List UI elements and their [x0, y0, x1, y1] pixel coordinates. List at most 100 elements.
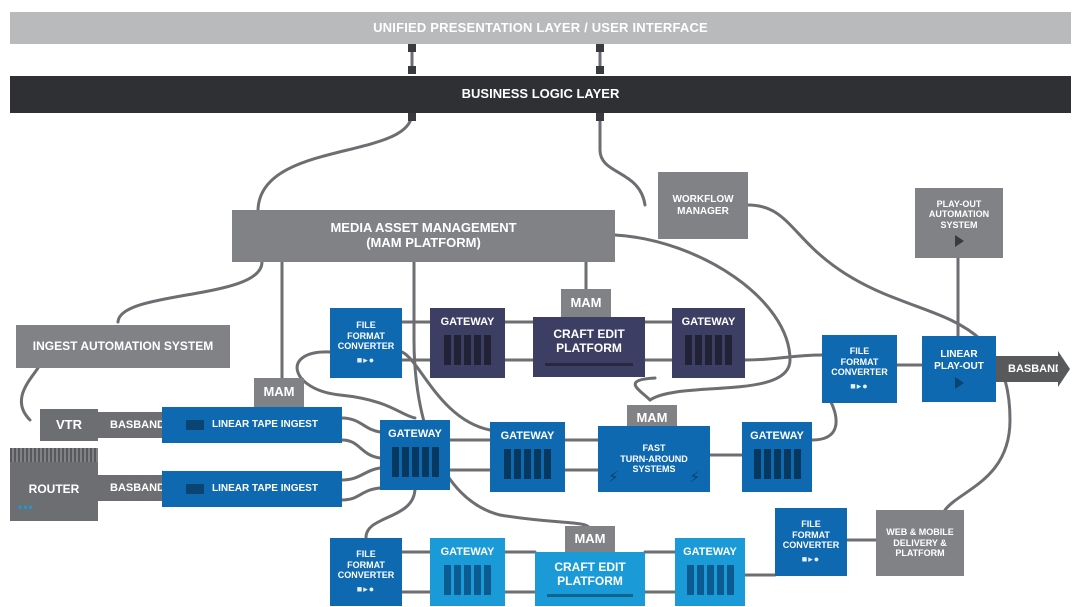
workflow-manager-line2: MANAGER	[677, 205, 729, 217]
file-convert-icon: ■▸●	[356, 584, 376, 595]
converter-line1: FILE	[849, 346, 870, 357]
gateway-rack-icon	[504, 448, 551, 479]
converter-line3: CONVERTER	[782, 540, 840, 550]
presentation-layer-label: UNIFIED PRESENTATION LAYER / USER INTERF…	[373, 19, 708, 35]
web-mobile-delivery: WEB & MOBILE DELIVERY & PLATFORM	[876, 510, 964, 576]
web-mobile-line3: PLATFORM	[895, 548, 945, 559]
craft-edit-line1: CRAFT EDIT	[554, 560, 626, 575]
vtr-device: VTR	[40, 409, 98, 441]
mam-tag-label: MAM	[574, 530, 606, 546]
converter-line2: FORMAT	[792, 529, 830, 540]
converter-line2: FORMAT	[347, 330, 385, 341]
connector-port	[408, 113, 416, 121]
mam-tag-label: MAM	[263, 384, 295, 400]
gateway-rack-icon	[391, 446, 439, 477]
mam-tag-craft-top: MAM	[561, 289, 611, 317]
tape-icon	[186, 420, 205, 430]
playout-basband-arrow: BASBAND	[996, 351, 1070, 387]
gateway-rack-icon	[753, 448, 801, 479]
playout-automation-line2: AUTOMATION	[928, 209, 990, 220]
file-format-converter-bottom-right: FILE FORMAT CONVERTER ■▸●	[775, 508, 847, 576]
fast-turnaround-line1: FAST	[642, 443, 666, 454]
fast-turnaround-systems: FAST TURN-AROUND SYSTEMS ⚡ ⚡	[598, 426, 710, 492]
converter-line3: CONVERTER	[337, 570, 395, 580]
router-vents	[10, 448, 98, 462]
gateway-label: GATEWAY	[683, 546, 737, 558]
mam-tag-label: MAM	[570, 294, 602, 310]
mam-tag-craft-bottom: MAM	[565, 526, 615, 552]
lightning-icon: ⚡	[689, 468, 700, 486]
workflow-manager-line1: WORKFLOW	[672, 194, 734, 205]
gateway-rack-icon	[685, 334, 732, 365]
converter-line3: CONVERTER	[337, 341, 395, 351]
mam-platform-title: MEDIA ASSET MANAGEMENT	[330, 220, 517, 236]
basband-label: BASBAND	[110, 419, 165, 431]
business-logic-layer: BUSINESS LOGIC LAYER	[10, 76, 1071, 113]
craft-edit-line2: PLATFORM	[556, 341, 622, 355]
gateway-bottom-right: GATEWAY	[675, 538, 745, 606]
converter-line2: FORMAT	[840, 356, 879, 367]
craft-edit-timeline	[545, 362, 633, 366]
linear-playout-line1: LINEAR	[940, 349, 978, 360]
file-format-converter-right: FILE FORMAT CONVERTER ■▸●	[822, 335, 897, 403]
file-convert-icon: ■▸●	[801, 554, 821, 565]
connector-port	[596, 113, 604, 121]
router-status-dots: •••	[18, 500, 34, 515]
gateway-middle-left: GATEWAY	[490, 422, 565, 492]
connector-port	[596, 66, 604, 74]
mam-platform: MEDIA ASSET MANAGEMENT (MAM PLATFORM)	[232, 210, 615, 262]
playout-automation-line1: PLAY-OUT	[936, 198, 982, 209]
business-logic-label: BUSINESS LOGIC LAYER	[461, 86, 620, 102]
mam-platform-subtitle: (MAM PLATFORM)	[366, 235, 481, 250]
gateway-label: GATEWAY	[388, 428, 442, 440]
web-mobile-line1: WEB & MOBILE	[886, 527, 954, 538]
playout-automation-system: PLAY-OUT AUTOMATION SYSTEM	[915, 188, 1003, 258]
gateway-top-right: GATEWAY	[672, 308, 745, 378]
basband-label: BASBAND	[110, 482, 165, 494]
playout-automation-line3: SYSTEM	[940, 219, 978, 230]
converter-line1: FILE	[801, 519, 821, 530]
gateway-bottom-left: GATEWAY	[430, 538, 505, 606]
linear-playout-line2: PLAY-OUT	[934, 360, 984, 372]
file-convert-icon: ■▸●	[850, 381, 869, 392]
lightning-icon: ⚡	[608, 468, 619, 486]
linear-tape-ingest-2: LINEAR TAPE INGEST	[162, 471, 342, 507]
workflow-manager: WORKFLOW MANAGER	[658, 172, 748, 239]
gateway-label: GATEWAY	[440, 316, 495, 328]
fast-turnaround-line3: SYSTEMS	[632, 464, 676, 475]
craft-edit-line2: PLATFORM	[557, 574, 623, 588]
craft-edit-timeline	[547, 593, 633, 597]
file-convert-icon: ■▸●	[356, 355, 376, 366]
gateway-middle-right: GATEWAY	[742, 422, 812, 492]
gateway-ingest: GATEWAY	[380, 420, 450, 490]
linear-tape-ingest-label: LINEAR TAPE INGEST	[212, 419, 318, 431]
gateway-top-left: GATEWAY	[430, 308, 505, 378]
tape-icon	[186, 484, 205, 494]
basband-label: BASBAND	[1008, 363, 1063, 375]
linear-tape-ingest-1: LINEAR TAPE INGEST	[162, 407, 342, 443]
gateway-rack-icon	[686, 564, 734, 595]
linear-playout: LINEAR PLAY-OUT	[922, 336, 996, 402]
linear-tape-ingest-label: LINEAR TAPE INGEST	[212, 483, 318, 495]
craft-edit-line1: CRAFT EDIT	[553, 327, 625, 342]
craft-edit-platform-top: CRAFT EDIT PLATFORM	[533, 317, 645, 377]
fast-turnaround-line2: TURN-AROUND	[620, 453, 688, 464]
craft-edit-platform-bottom: CRAFT EDIT PLATFORM	[535, 552, 645, 606]
ingest-automation-label: INGEST AUTOMATION SYSTEM	[32, 338, 214, 353]
gateway-rack-icon	[444, 334, 491, 365]
gateway-label: GATEWAY	[500, 430, 555, 442]
router-label: ROUTER	[28, 481, 80, 496]
gateway-label: GATEWAY	[750, 430, 804, 442]
router-device: ROUTER •••	[10, 448, 98, 521]
mam-tag-ingest: MAM	[254, 378, 304, 407]
converter-line1: FILE	[356, 320, 376, 331]
file-format-converter-bottom: FILE FORMAT CONVERTER ■▸●	[330, 538, 402, 606]
web-mobile-line2: DELIVERY &	[893, 537, 947, 548]
converter-line2: FORMAT	[347, 559, 385, 570]
connector-port	[596, 44, 604, 52]
connector-port	[408, 66, 416, 74]
gateway-label: GATEWAY	[681, 316, 736, 328]
vtr-label: VTR	[56, 416, 82, 432]
gateway-label: GATEWAY	[440, 546, 495, 558]
